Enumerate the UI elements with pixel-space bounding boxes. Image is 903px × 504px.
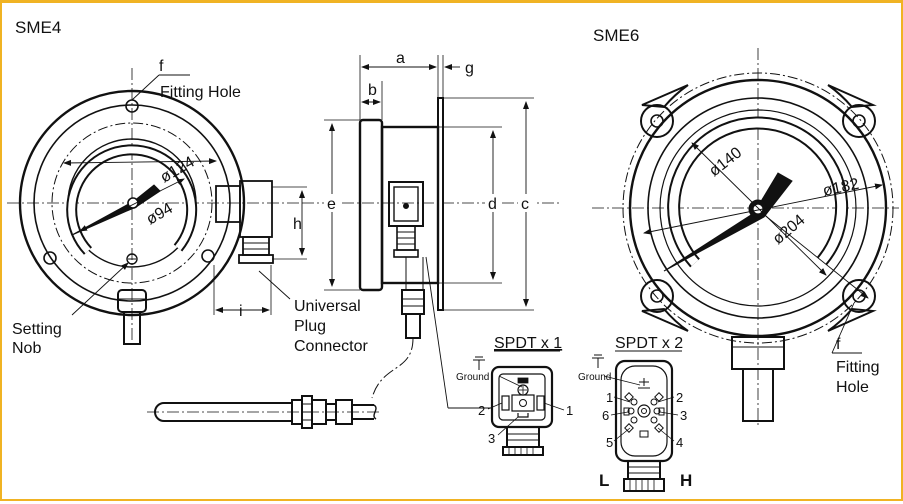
dim-a-label: a (396, 50, 405, 67)
sme6-dia-204-label: ø204 (770, 212, 809, 249)
sme6-fitting-letter: f (836, 336, 841, 353)
sme6-ear-top-left (640, 104, 674, 138)
sme4-plug-stub (215, 185, 241, 223)
spdt1-pin-1: 1 (566, 403, 573, 418)
plug-label-2: Plug (294, 318, 326, 335)
setting-nob-label-1: Setting (12, 321, 62, 338)
temperature-probe (147, 395, 382, 429)
sme4-fitting-hole-left (43, 251, 57, 265)
spdt2-title: SPDT x 2 (615, 335, 683, 352)
sme6-ear-top-right (842, 104, 876, 138)
plug-label-3: Connector (294, 338, 368, 355)
sme6-ear-bottom-right (842, 279, 876, 313)
dim-b-label: b (368, 82, 377, 99)
spdt2-low-label: L (599, 471, 609, 490)
sme4-front-view: SME4 ø124 ø94 (7, 18, 368, 357)
dim-h-label: h (293, 216, 302, 233)
dim-g-label: g (465, 60, 474, 77)
dim-d-label: d (488, 196, 497, 213)
dim-c-label: c (521, 196, 529, 213)
spdt2-pin-3: 3 (680, 408, 687, 423)
sme4-title: SME4 (15, 18, 61, 37)
dim-e-label: e (327, 196, 336, 213)
sme4-outer-bezel (18, 89, 246, 317)
spdt1-title: SPDT x 1 (494, 335, 562, 352)
sme4-inner-bezel (33, 104, 231, 302)
sme6-fitting-label-1: Fitting (836, 359, 880, 376)
spdt2-pin-2: 2 (676, 390, 683, 405)
spdt2-pin-5: 5 (606, 435, 613, 450)
setting-nob-label-2: Nob (12, 340, 41, 357)
spdt-x2-connector: SPDT x 2 Ground 1 2 (578, 335, 692, 492)
spdt1-pin-3: 3 (488, 431, 495, 446)
spdt-x1-connector: SPDT x 1 Ground 1 2 3 (456, 335, 573, 456)
spdt1-body (490, 365, 554, 429)
side-view: a b g e d c (302, 50, 562, 409)
sme4-dia-94-label: ø94 (144, 200, 176, 229)
spdt1-pin-2: 2 (478, 403, 485, 418)
side-bezel (358, 118, 384, 292)
sme6-dia-140-label: ø140 (706, 144, 745, 180)
technical-drawing: SME4 ø124 ø94 (7, 18, 899, 492)
spdt2-ground-label: Ground (578, 372, 611, 383)
dim-i-label: i (239, 303, 243, 320)
sme6-front-view: SME6 ø140 ø182 ø20 (592, 26, 899, 428)
spdt2-pin-1: 1 (606, 390, 613, 405)
sme4-setting-nob (126, 253, 138, 265)
spdt1-ground-label: Ground (456, 372, 489, 383)
sme4-fitting-hole-label: Fitting Hole (160, 84, 241, 101)
spdt2-pin-4: 4 (676, 435, 683, 450)
side-back-flange (437, 97, 444, 311)
sme6-fitting-label-2: Hole (836, 379, 869, 396)
sme4-fitting-hole-right (201, 249, 215, 263)
sme4-needle (71, 184, 161, 236)
spdt2-pin-6: 6 (602, 408, 609, 423)
side-case (380, 125, 440, 285)
sme4-bolt-circle (51, 122, 213, 284)
sme4-fitting-letter: f (159, 58, 164, 75)
sme6-ear-bottom-left (640, 279, 674, 313)
plug-label-1: Universal (294, 298, 361, 315)
sme6-title: SME6 (593, 26, 639, 45)
sme6-mount-circle (622, 72, 894, 344)
spdt2-high-label: H (680, 471, 692, 490)
